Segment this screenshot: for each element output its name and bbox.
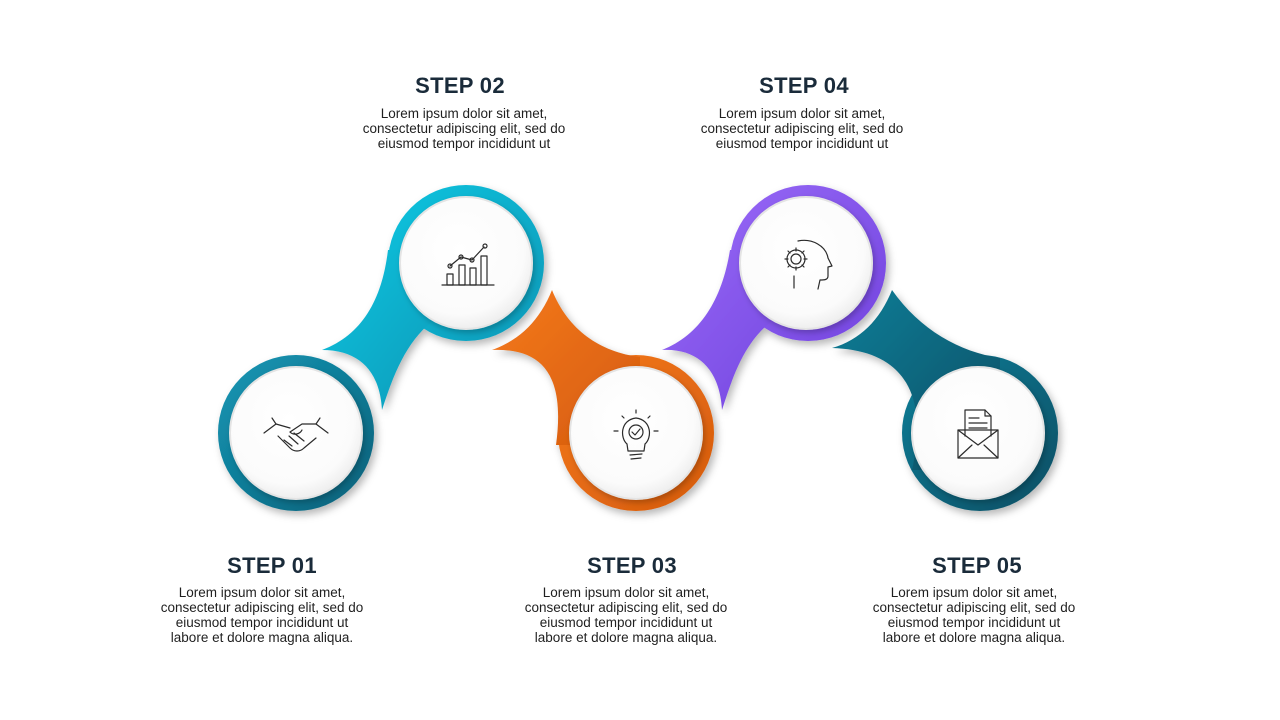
step-3-description: Lorem ipsum dolor sit amet, consectetur … — [524, 585, 728, 645]
step-5-description: Lorem ipsum dolor sit amet, consectetur … — [872, 585, 1076, 645]
step-2-title: STEP 02 — [415, 73, 505, 98]
growth-chart-icon — [441, 243, 495, 286]
step-1-description: Lorem ipsum dolor sit amet, consectetur … — [160, 585, 364, 645]
step-4-title: STEP 04 — [759, 73, 849, 98]
step-4-description: Lorem ipsum dolor sit amet, consectetur … — [700, 106, 904, 151]
head-gear-icon — [784, 239, 833, 290]
step-1-title: STEP 01 — [227, 553, 317, 578]
step-3-title: STEP 03 — [587, 553, 677, 578]
inner-discs — [229, 196, 1045, 500]
mail-document-icon — [957, 409, 999, 459]
step-5-title: STEP 05 — [932, 553, 1022, 578]
step-2-description: Lorem ipsum dolor sit amet, consectetur … — [362, 106, 566, 151]
handshake-icon — [263, 417, 329, 452]
lightbulb-check-icon — [613, 409, 659, 460]
